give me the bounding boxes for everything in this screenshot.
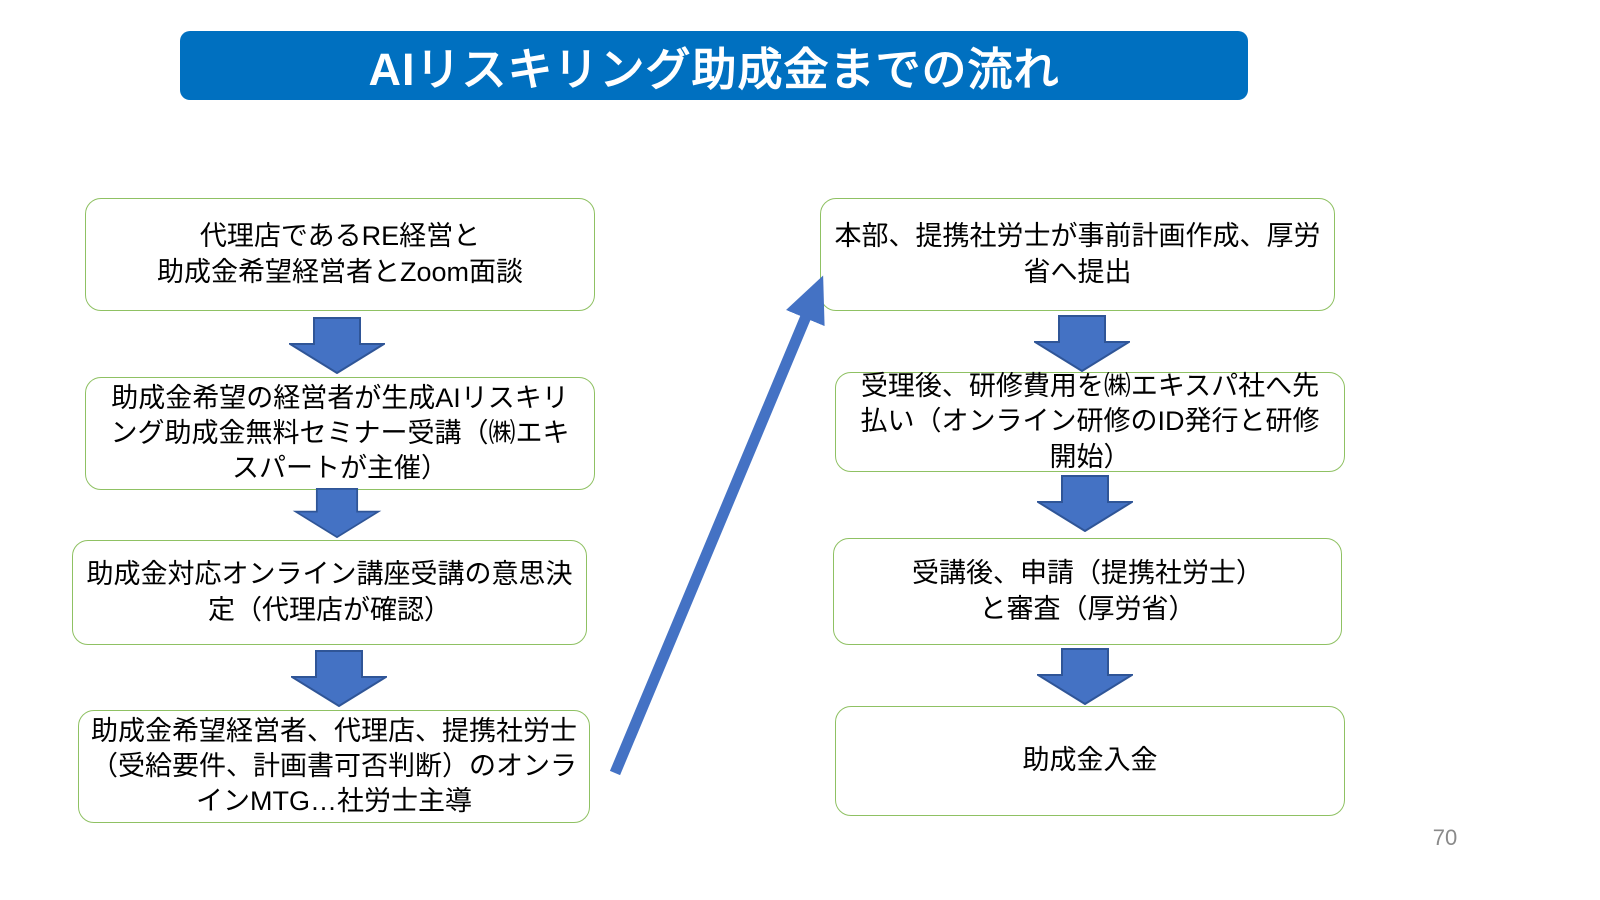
flow-step-left-2: 助成金希望の経営者が生成AIリスキリング助成金無料セミナー受講（㈱エキスパートが…	[85, 377, 595, 490]
flow-step-right-1: 本部、提携社労士が事前計画作成、厚労省へ提出	[820, 198, 1335, 311]
page-number: 70	[1432, 825, 1458, 850]
flow-step-left-3-label: 助成金対応オンライン講座受講の意思決定（代理店が確認）	[86, 559, 573, 625]
down-arrow-icon	[1034, 315, 1130, 372]
flow-step-right-2-label: 受理後、研修費用を㈱エキスパ社へ先払い（オンライン研修のID発行と研修開始）	[860, 371, 1320, 472]
down-arrow-icon	[1037, 648, 1133, 705]
flow-step-left-2-label: 助成金希望の経営者が生成AIリスキリング助成金無料セミナー受講（㈱エキスパートが…	[110, 382, 570, 484]
flow-step-right-4-label: 助成金入金	[1022, 745, 1158, 776]
flow-step-left-4-label: 助成金希望経営者、代理店、提携社労士（受給要件、計画書可否判断）のオンラインMT…	[91, 715, 577, 817]
flow-step-left-3: 助成金対応オンライン講座受講の意思決定（代理店が確認）	[72, 540, 587, 645]
down-arrow-icon	[291, 650, 387, 707]
flow-step-right-1-label: 本部、提携社労士が事前計画作成、厚労省へ提出	[834, 221, 1321, 287]
page-title: AIリスキリング助成金までの流れ	[368, 44, 1060, 95]
diagonal-arrow-icon	[609, 275, 825, 776]
flow-step-right-4: 助成金入金	[835, 706, 1345, 816]
flow-step-right-3: 受講後、申請（提携社労士） と審査（厚労省）	[833, 538, 1342, 645]
flow-step-left-4: 助成金希望経営者、代理店、提携社労士（受給要件、計画書可否判断）のオンラインMT…	[78, 710, 590, 823]
flow-step-right-2: 受理後、研修費用を㈱エキスパ社へ先払い（オンライン研修のID発行と研修開始）	[835, 371, 1345, 472]
flow-step-left-1-label: 代理店であるRE経営と 助成金希望経営者とZoom面談	[156, 221, 523, 287]
down-arrow-icon	[292, 488, 382, 538]
title-banner: AIリスキリング助成金までの流れ	[180, 31, 1248, 100]
down-arrow-icon	[1037, 475, 1133, 532]
flow-step-right-3-label: 受講後、申請（提携社労士） と審査（厚労省）	[912, 558, 1263, 624]
down-arrow-icon	[289, 317, 385, 374]
flow-step-left-1: 代理店であるRE経営と 助成金希望経営者とZoom面談	[85, 198, 595, 311]
